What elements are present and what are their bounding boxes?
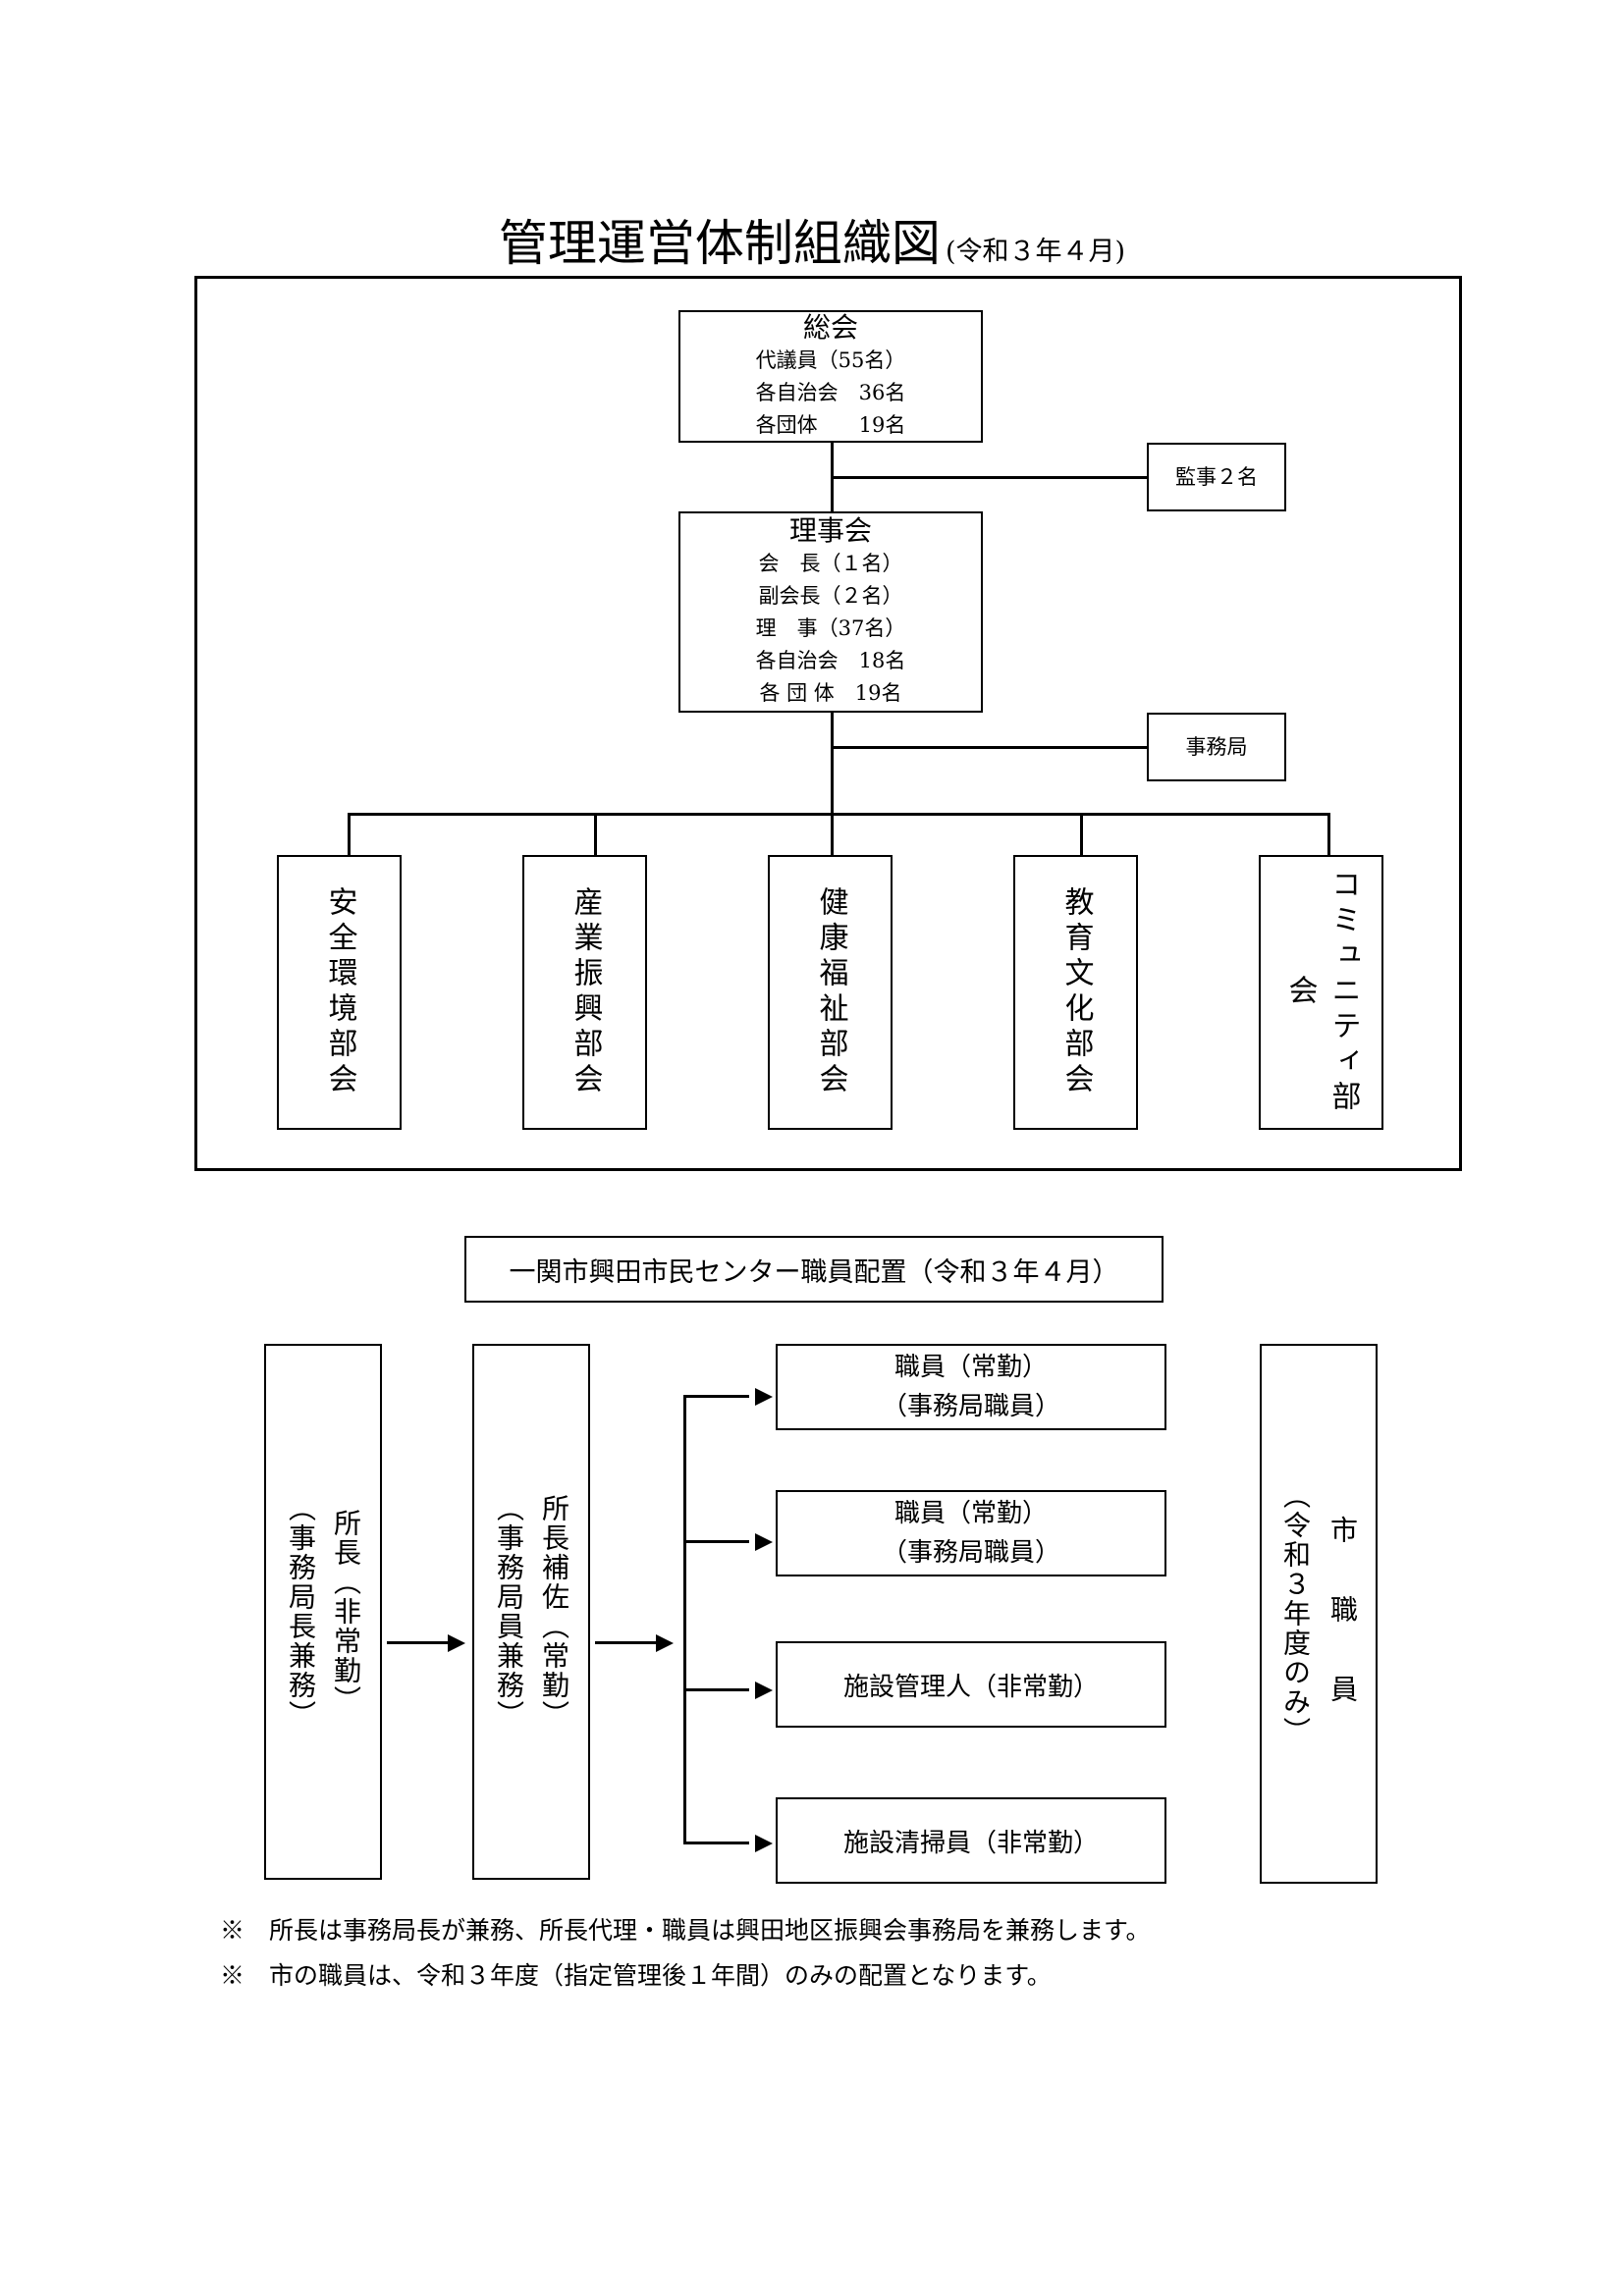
committee-drop-5: [1327, 813, 1330, 856]
board-line: 副会長（２名）: [758, 584, 903, 608]
arrow-director-assistant-head: [448, 1634, 465, 1652]
committee-label: 安全環境部会: [322, 886, 357, 1098]
arrow-assistant-trunk-line: [595, 1641, 658, 1644]
committee-drop-1: [348, 813, 351, 856]
committee-drop-4: [1080, 813, 1083, 856]
board-title: 理事会: [788, 514, 872, 547]
facility-manager-label: 施設管理人（非常勤）: [842, 1672, 1099, 1702]
committee-box-industry: 産業振興部会: [522, 855, 647, 1130]
arrow-director-assistant-line: [387, 1641, 450, 1644]
committee-label: 健康福祉部会: [813, 886, 848, 1098]
branch-line-staff2: [683, 1540, 749, 1543]
staff-role: 職員（常勤）: [893, 1499, 1048, 1528]
board-line: 各 団 体 19名: [759, 681, 902, 705]
board-line: 理 事（37名）: [755, 616, 906, 640]
general-assembly-box: 総会 代議員（55名） 各自治会 36名 各団体 19名: [678, 310, 983, 443]
assembly-line: 代議員（55名）: [755, 348, 906, 372]
assistant-note: （事務局員兼務）: [493, 1494, 525, 1730]
title-date: (令和３年４月): [946, 237, 1126, 267]
committee-box-safety-environment: 安全環境部会: [277, 855, 402, 1130]
general-assembly-title: 総会: [802, 311, 858, 344]
director-note: （事務局長兼務）: [285, 1494, 317, 1730]
page-title: 管理運営体制組織図: [498, 215, 941, 272]
arrow-assistant-trunk-head: [656, 1634, 674, 1652]
staff-role-note: （事務局職員）: [881, 1392, 1060, 1421]
page-title-row: 管理運営体制組織図 (令和３年４月): [0, 204, 1624, 275]
director-title: 所長（非常勤）: [330, 1509, 362, 1715]
secretariat-box: 事務局: [1147, 713, 1286, 781]
committee-box-health-welfare: 健康福祉部会: [768, 855, 893, 1130]
note-1: ※ 所長は事務局長が兼務、所長代理・職員は興田地区振興会事務局を兼務します。: [220, 1916, 1151, 1945]
assembly-line: 各団体 19名: [755, 413, 906, 437]
staff-heading-box: 一関市興田市民センター職員配置（令和３年４月）: [464, 1236, 1164, 1303]
connector-office: [831, 746, 1148, 749]
assistant-title: 所長補佐（常勤）: [538, 1494, 570, 1730]
committee-bus-line: [348, 813, 1329, 816]
staff-role: 職員（常勤）: [893, 1353, 1048, 1382]
committee-label: 教育文化部会: [1058, 886, 1094, 1098]
committee-label: 産業振興部会: [568, 886, 603, 1098]
staff-trunk-line: [683, 1395, 686, 1842]
branch-line-cleaner: [683, 1842, 749, 1844]
city-staff-title: 市 職 員: [1326, 1516, 1359, 1712]
branch-arrow-facility: [755, 1682, 773, 1699]
cleaner-label: 施設清掃員（非常勤）: [842, 1828, 1099, 1858]
committee-box-education-culture: 教育文化部会: [1013, 855, 1138, 1130]
branch-line-facility: [683, 1688, 749, 1691]
branch-line-staff1: [683, 1395, 749, 1398]
staff-box-2: 職員（常勤） （事務局職員）: [776, 1490, 1166, 1576]
branch-arrow-staff1: [755, 1388, 773, 1406]
connector-board-committees: [831, 711, 834, 856]
note-2: ※ 市の職員は、令和３年度（指定管理後１年間）のみの配置となります。: [220, 1961, 1052, 1990]
board-box: 理事会 会 長（１名） 副会長（２名） 理 事（37名） 各自治会 18名 各 …: [678, 511, 983, 713]
board-line: 会 長（１名）: [758, 552, 903, 575]
connector-auditor: [831, 476, 1148, 479]
branch-arrow-staff2: [755, 1533, 773, 1551]
assembly-line: 各自治会 36名: [755, 381, 906, 404]
committee-box-community: コミュニティ部会: [1259, 855, 1383, 1130]
committee-drop-2: [594, 813, 597, 856]
director-box: 所長（非常勤） （事務局長兼務）: [264, 1344, 382, 1880]
city-staff-note: （令和３年度のみ）: [1279, 1481, 1312, 1746]
city-staff-box: 市 職 員 （令和３年度のみ）: [1260, 1344, 1378, 1884]
auditor-label: 監事２名: [1175, 464, 1258, 489]
auditor-box: 監事２名: [1147, 443, 1286, 511]
secretariat-label: 事務局: [1185, 734, 1248, 759]
committee-label: コミュニティ部会: [1282, 869, 1361, 1116]
assistant-box: 所長補佐（常勤） （事務局員兼務）: [472, 1344, 590, 1880]
board-line: 各自治会 18名: [755, 649, 906, 672]
staff-box-1: 職員（常勤） （事務局職員）: [776, 1344, 1166, 1430]
branch-arrow-cleaner: [755, 1835, 773, 1852]
facility-manager-box: 施設管理人（非常勤）: [776, 1641, 1166, 1728]
cleaner-box: 施設清掃員（非常勤）: [776, 1797, 1166, 1884]
staff-role-note: （事務局職員）: [881, 1538, 1060, 1568]
staff-heading: 一関市興田市民センター職員配置（令和３年４月）: [509, 1256, 1119, 1288]
